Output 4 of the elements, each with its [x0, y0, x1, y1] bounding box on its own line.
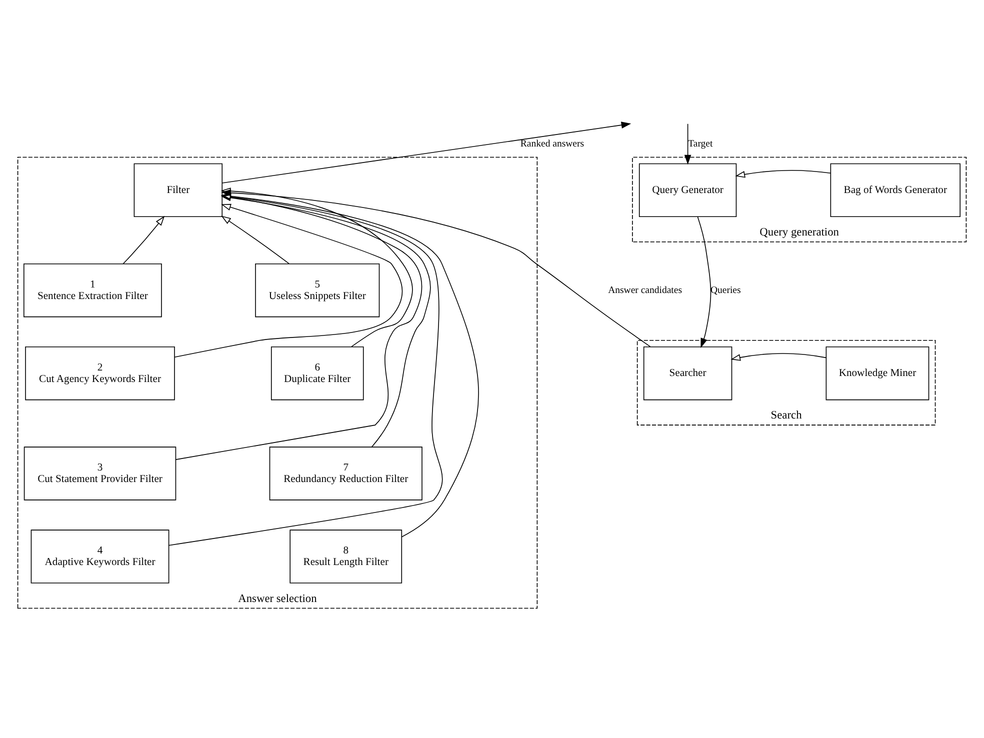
edge-label: Answer candidates — [608, 284, 682, 296]
edge-label: Queries — [710, 284, 741, 296]
edge-label: Ranked answers — [520, 138, 584, 150]
edge-label: Target — [688, 138, 713, 150]
